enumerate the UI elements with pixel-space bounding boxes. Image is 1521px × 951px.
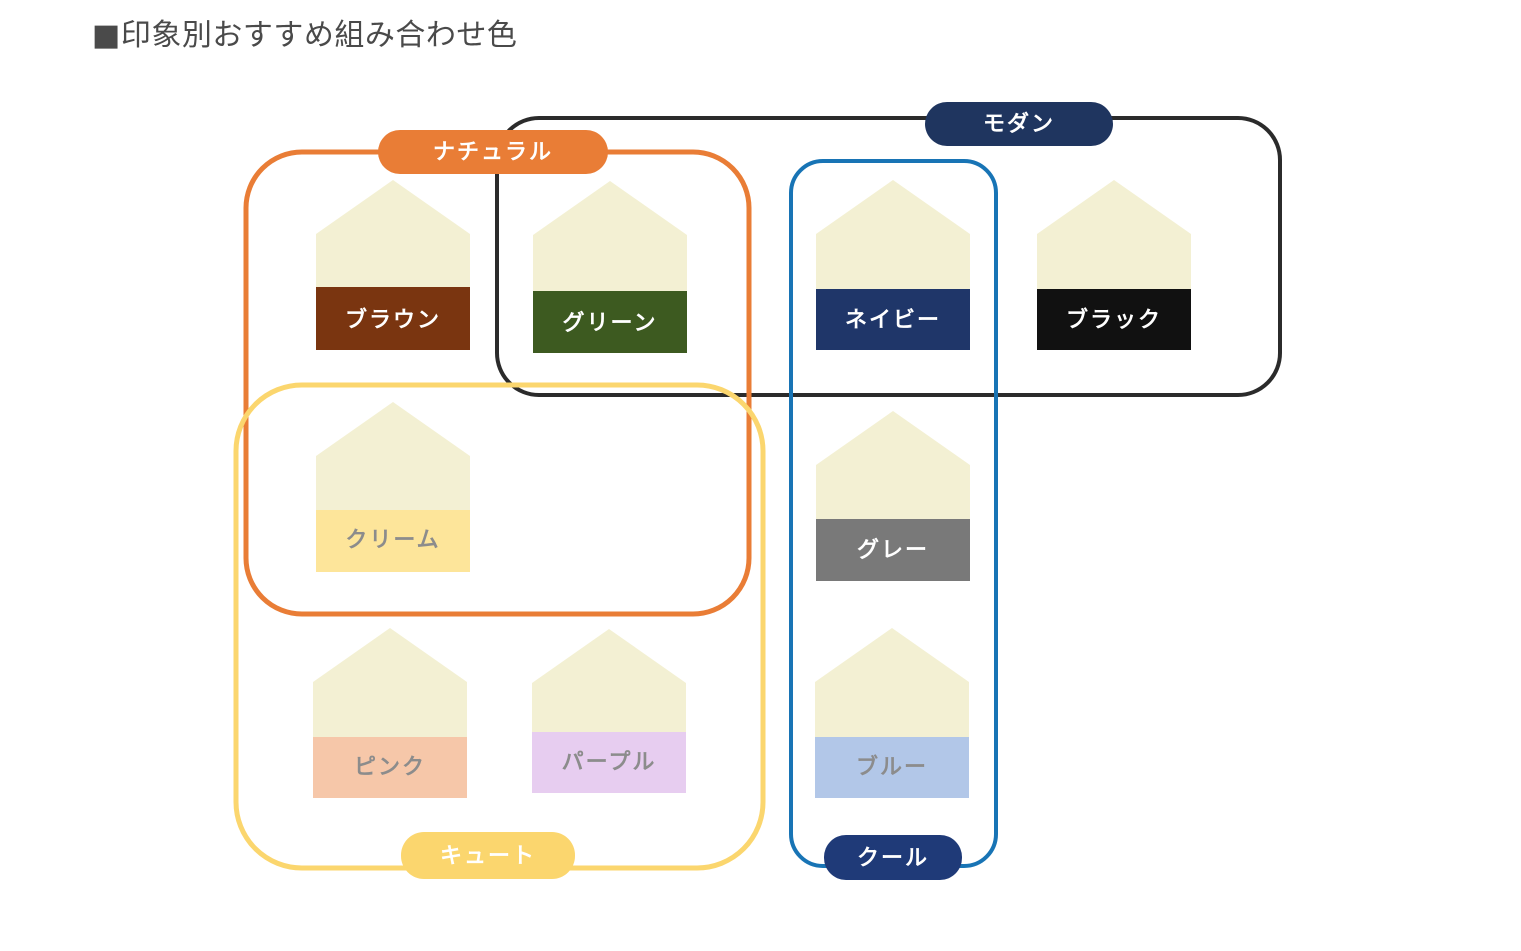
swatch-card-blue: ブルー bbox=[815, 628, 969, 798]
swatch-color-cream bbox=[316, 510, 470, 572]
swatch-label-green: グリーン bbox=[563, 310, 658, 336]
swatch-color-black bbox=[1037, 289, 1191, 350]
swatch-label-brown: ブラウン bbox=[345, 307, 441, 333]
swatch-label-blue: ブルー bbox=[856, 754, 928, 780]
swatch-card-purple: パープル bbox=[532, 629, 686, 793]
group-pill-natural: ナチュラル bbox=[378, 130, 608, 174]
group-pill-cute: キュート bbox=[401, 832, 575, 879]
group-label-cool: クール bbox=[857, 846, 929, 871]
swatch-color-brown bbox=[316, 287, 470, 350]
swatch-color-navy bbox=[816, 289, 970, 350]
swatch-label-gray: グレー bbox=[857, 537, 929, 563]
swatch-label-navy: ネイビー bbox=[845, 308, 941, 333]
swatch-color-green bbox=[533, 291, 687, 353]
house-roof-shape bbox=[316, 402, 470, 510]
group-pill-modern: モダン bbox=[925, 102, 1113, 146]
house-roof-shape bbox=[533, 181, 687, 291]
swatch-label-pink: ピンク bbox=[354, 755, 426, 780]
house-roof-shape bbox=[816, 180, 970, 290]
swatch-card-gray: グレー bbox=[816, 411, 970, 581]
swatch-card-cream: クリーム bbox=[316, 402, 470, 572]
swatch-label-cream: クリーム bbox=[345, 528, 440, 553]
group-label-modern: モダン bbox=[983, 111, 1055, 137]
swatch-color-gray bbox=[816, 519, 970, 581]
house-roof-shape bbox=[316, 180, 470, 288]
swatch-card-pink: ピンク bbox=[313, 628, 467, 798]
page-title: ■印象別おすすめ組み合わせ色 bbox=[92, 18, 518, 53]
swatch-card-green: グリーン bbox=[533, 181, 687, 353]
group-label-natural: ナチュラル bbox=[433, 140, 553, 165]
group-frame-modern bbox=[495, 116, 1282, 397]
house-roof-shape bbox=[1037, 180, 1191, 290]
swatch-card-black: ブラック bbox=[1037, 180, 1191, 350]
group-label-cute: キュート bbox=[440, 844, 536, 869]
group-pill-cute-bg bbox=[401, 832, 575, 879]
swatch-color-pink bbox=[313, 737, 467, 798]
group-pill-natural-bg bbox=[378, 130, 608, 174]
house-roof-shape bbox=[816, 411, 970, 520]
house-roof-shape bbox=[313, 628, 467, 738]
house-roof-shape bbox=[815, 628, 969, 738]
group-pill-modern-bg bbox=[925, 102, 1113, 146]
group-pill-cool-bg bbox=[824, 835, 962, 880]
swatch-color-purple bbox=[532, 732, 686, 793]
swatch-label-purple: パープル bbox=[562, 750, 657, 775]
swatch-color-blue bbox=[815, 737, 969, 798]
swatch-label-black: ブラック bbox=[1066, 307, 1162, 333]
swatch-card-brown: ブラウン bbox=[316, 180, 470, 350]
group-pill-cool: クール bbox=[824, 835, 962, 880]
house-roof-shape bbox=[532, 629, 686, 733]
swatch-card-navy: ネイビー bbox=[816, 180, 970, 350]
